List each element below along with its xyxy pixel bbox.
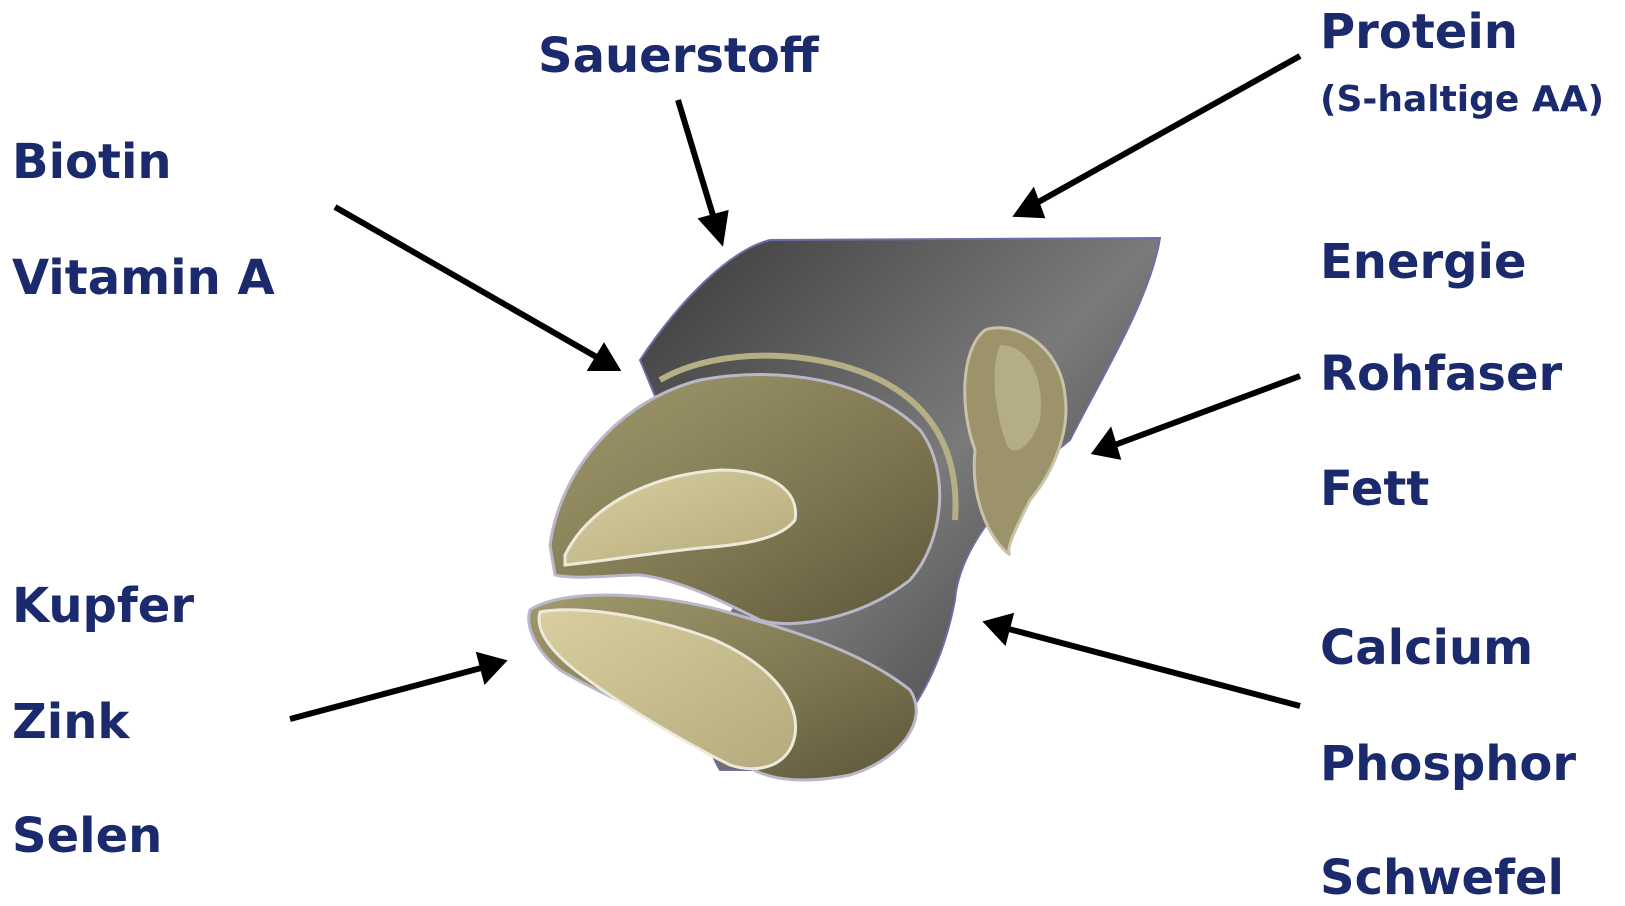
arrow-sauerstoff xyxy=(678,100,715,222)
label-kupfer: Kupfer xyxy=(12,582,194,630)
label-selen: Selen xyxy=(12,812,162,860)
arrow-calcium xyxy=(1005,628,1300,706)
arrow-kupfer xyxy=(290,667,485,719)
label-schwefel: Schwefel xyxy=(1320,854,1564,902)
label-protein-sub: (S-haltige AA) xyxy=(1320,82,1604,118)
arrow-energie xyxy=(1112,376,1300,446)
label-fett: Fett xyxy=(1320,465,1429,513)
label-sauerstoff: Sauerstoff xyxy=(538,32,819,80)
arrow-biotin xyxy=(335,207,600,359)
label-biotin: Biotin xyxy=(12,138,172,186)
label-calcium: Calcium xyxy=(1320,624,1533,672)
label-rohfaser: Rohfaser xyxy=(1320,350,1562,398)
arrow-protein xyxy=(1033,56,1300,205)
label-zink: Zink xyxy=(12,698,129,746)
label-vitamin-a: Vitamin A xyxy=(12,254,275,302)
label-protein: Protein xyxy=(1320,8,1518,56)
label-phosphor: Phosphor xyxy=(1320,740,1576,788)
label-energie: Energie xyxy=(1320,238,1527,286)
